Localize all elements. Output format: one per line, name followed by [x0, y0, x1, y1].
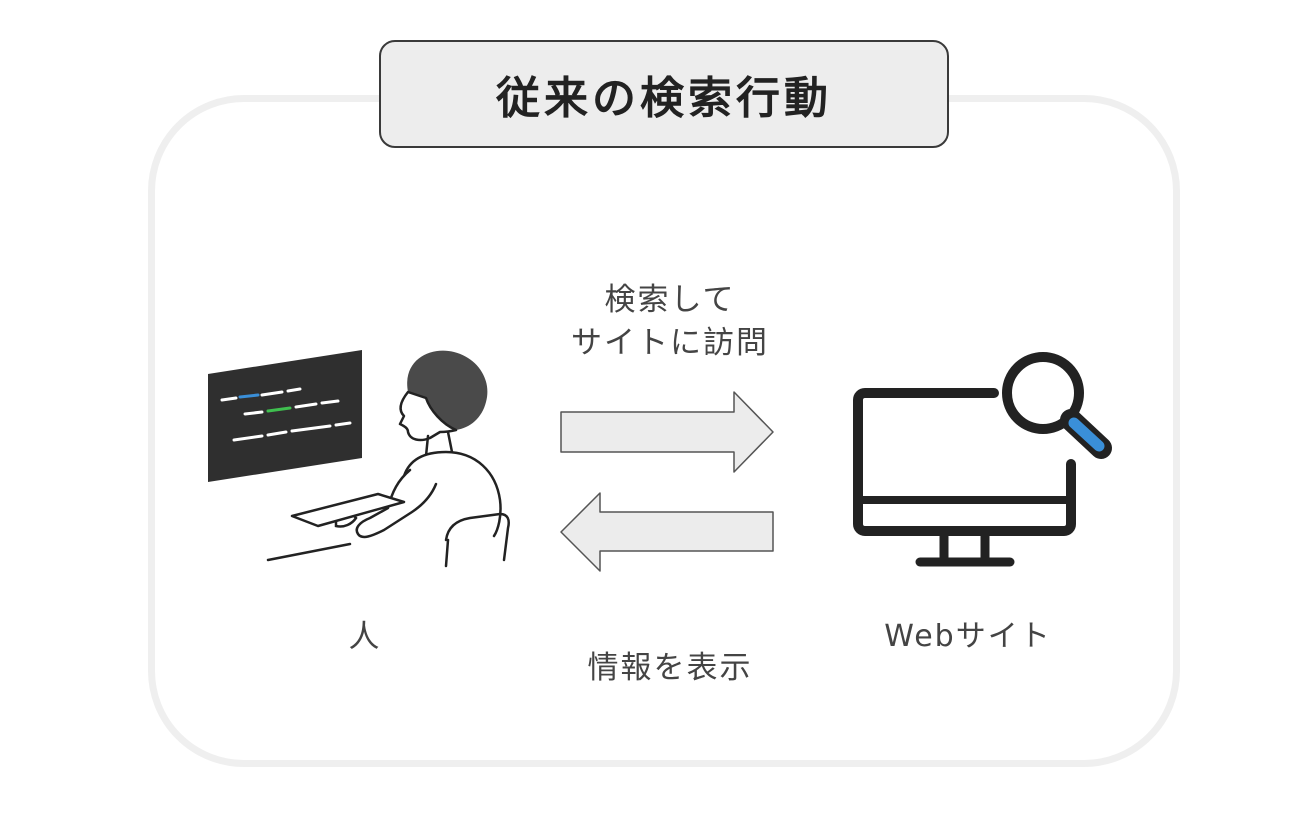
arrow-right-label-line2: サイトに訪問: [571, 325, 769, 361]
arrow-right-icon: [560, 391, 774, 473]
person-label: 人: [348, 619, 382, 655]
monitor-with-magnifier-icon: [853, 352, 1112, 567]
arrow-right-label: 検索して サイトに訪問: [520, 279, 820, 365]
title-box: 従来の検索行動: [379, 40, 949, 148]
arrow-left-icon: [560, 492, 774, 572]
arrow-right-label-line1: 検索して: [604, 282, 736, 318]
arrow-left-label: 情報を表示: [587, 650, 753, 686]
person-at-computer-icon: [208, 350, 510, 568]
diagram-title: 従来の検索行動: [496, 73, 832, 124]
website-label: Webサイト: [884, 619, 1052, 654]
code-lines: [220, 387, 352, 442]
